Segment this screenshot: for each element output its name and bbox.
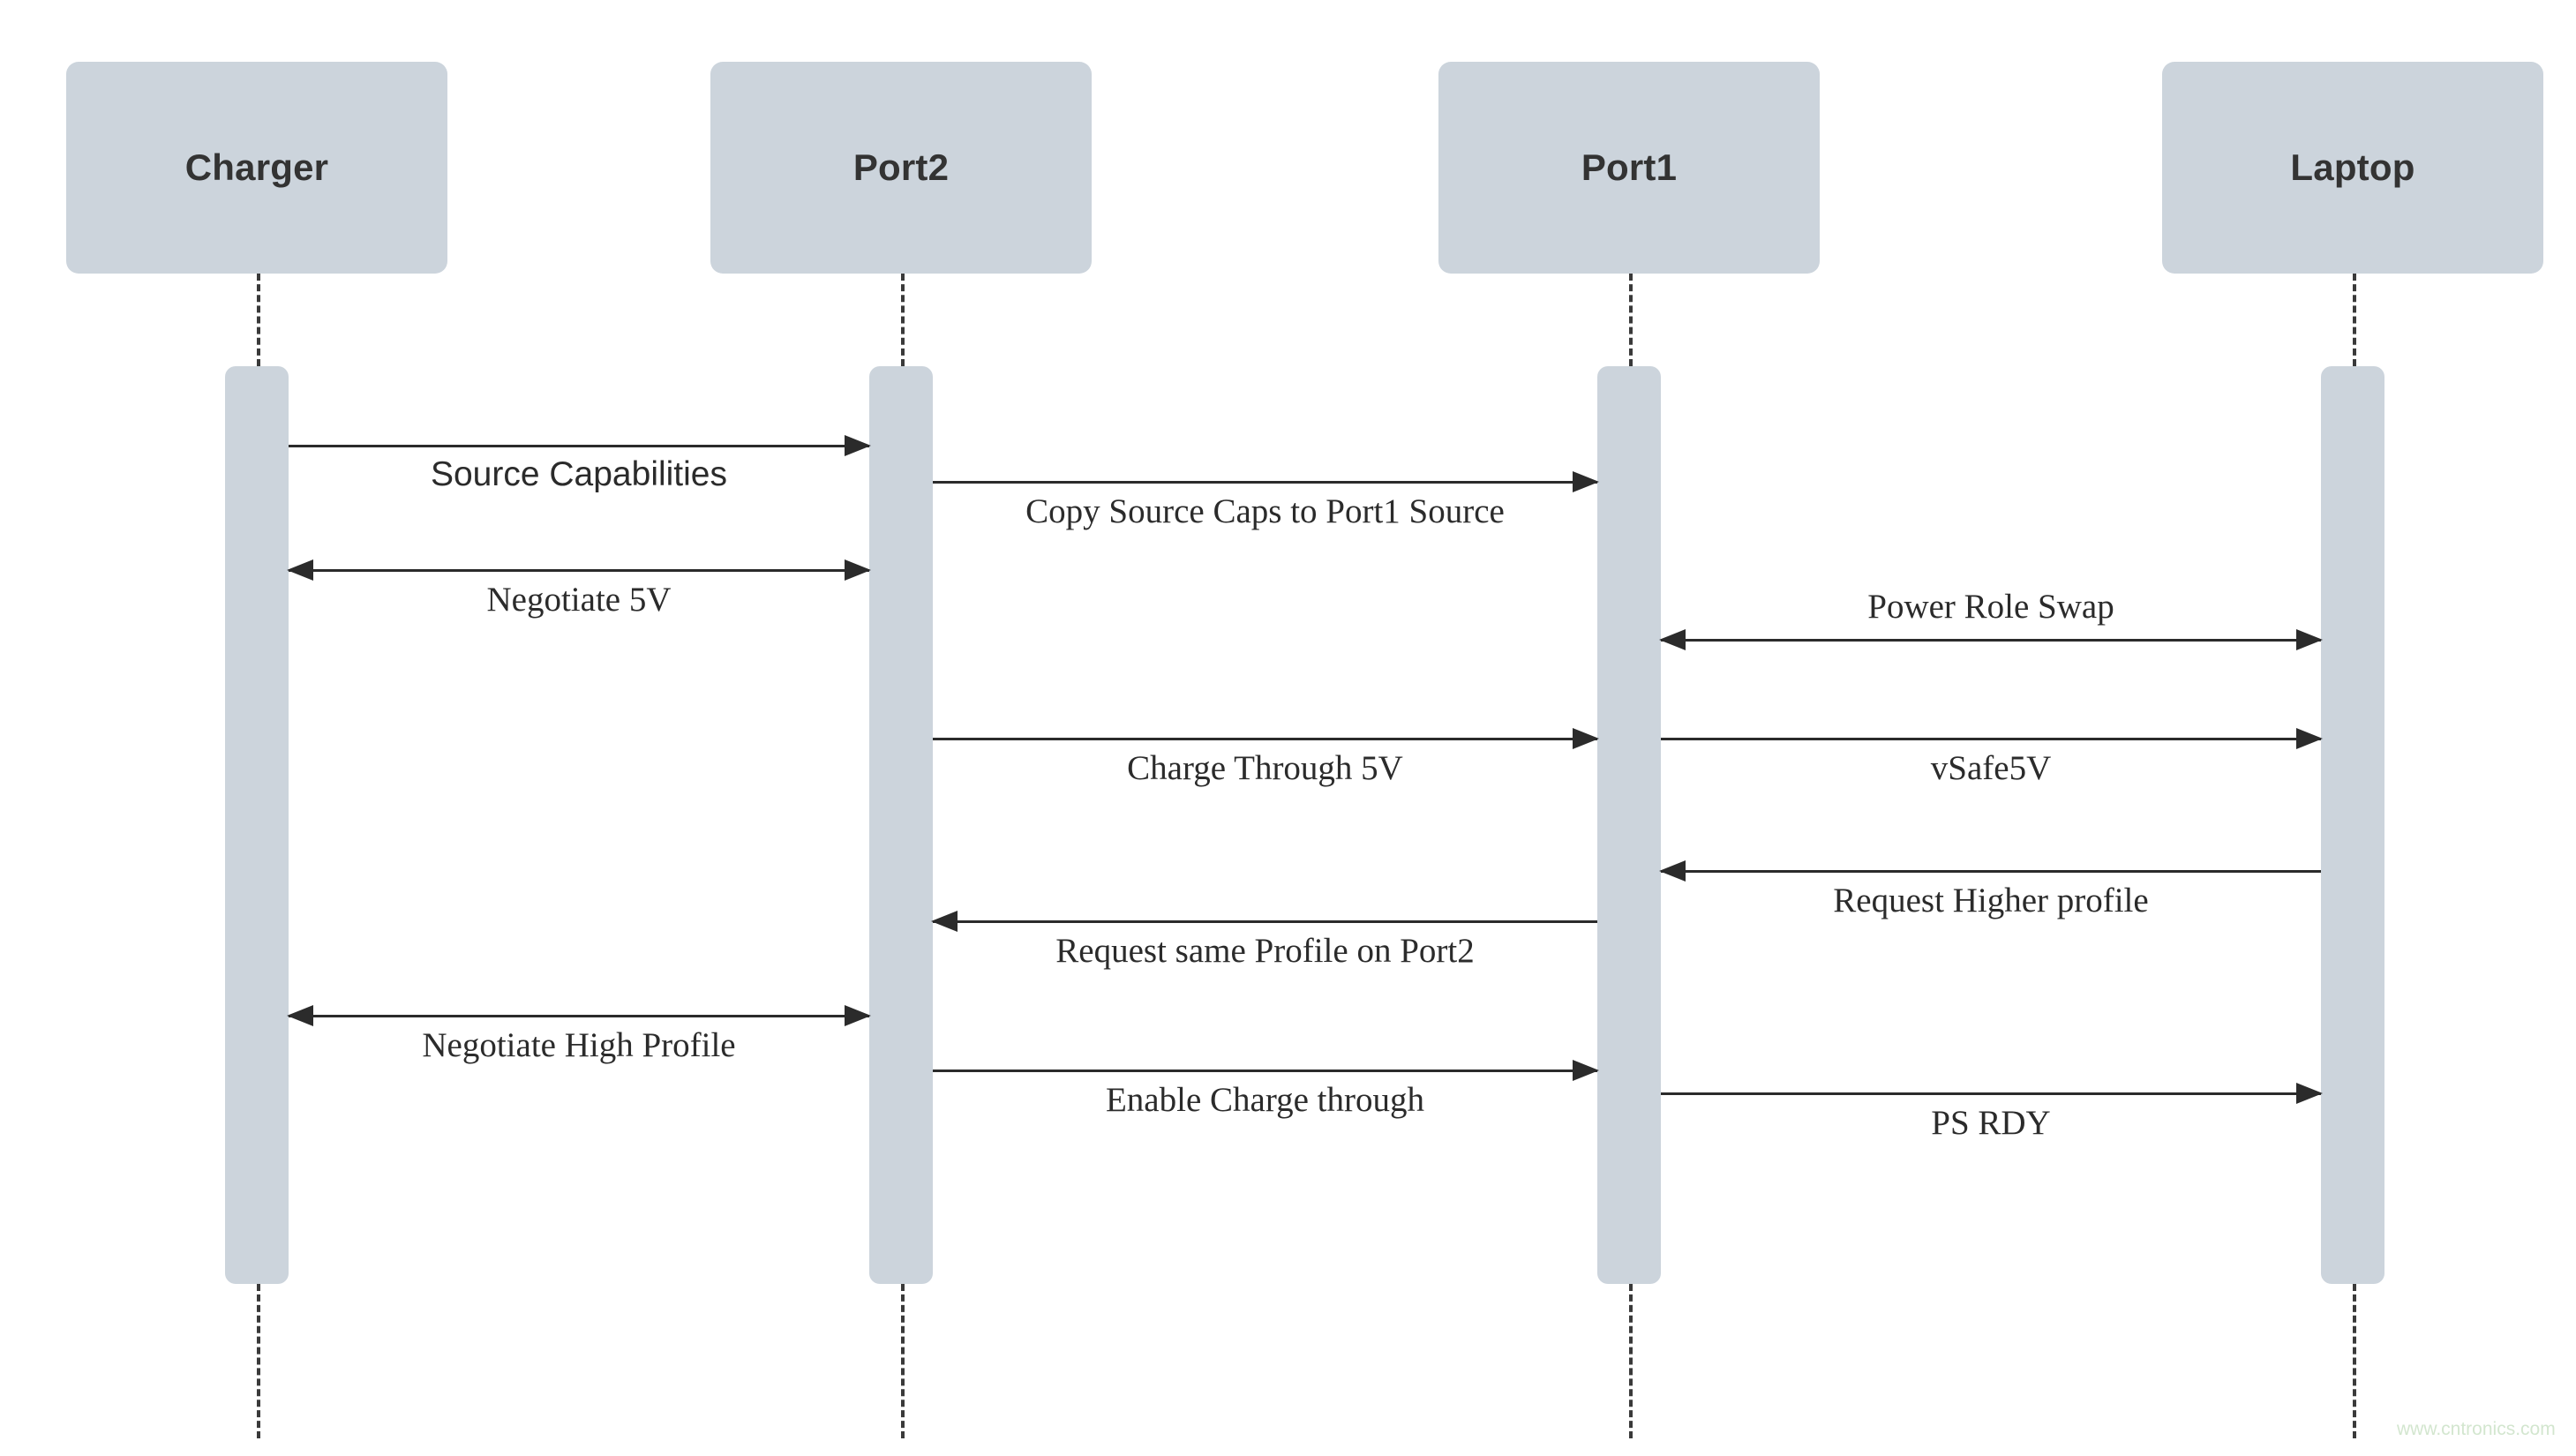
message-line (1661, 1092, 2321, 1095)
lifeline-bottom-laptop (2353, 1284, 2356, 1438)
message-label: vSafe5V (1930, 749, 2052, 787)
participant-box-charger[interactable]: Charger (66, 62, 447, 274)
participant-label-laptop: Laptop (2290, 146, 2415, 188)
message-label: Power Role Swap (1867, 588, 2114, 626)
message-label: Enable Charge through (1105, 1081, 1425, 1119)
message-line (289, 569, 869, 572)
participant-label-port1: Port1 (1581, 146, 1678, 188)
participant-box-port2[interactable]: Port2 (710, 62, 1092, 274)
message-label: Charge Through 5V (1127, 749, 1403, 787)
message-line (933, 481, 1597, 484)
arrowhead-left-icon (1659, 629, 1686, 650)
arrowhead-right-icon (2296, 1083, 2323, 1104)
lifeline-top-laptop (2353, 274, 2356, 366)
message-label: PS RDY (1931, 1104, 2051, 1142)
message-line (289, 445, 869, 447)
participant-label-charger: Charger (184, 146, 329, 188)
arrowhead-right-icon (2296, 728, 2323, 749)
message-label: Request same Profile on Port2 (1055, 932, 1475, 970)
lifeline-bottom-port2 (901, 1284, 905, 1438)
arrowhead-right-icon (1573, 471, 1599, 492)
arrowhead-right-icon (1573, 1060, 1599, 1081)
activation-bar-port1[interactable] (1597, 366, 1661, 1284)
participant-box-port1[interactable]: Port1 (1438, 62, 1820, 274)
activation-bar-laptop[interactable] (2321, 366, 2384, 1284)
lifeline-top-port2 (901, 274, 905, 366)
message-label: Copy Source Caps to Port1 Source (1025, 492, 1505, 530)
message-line (933, 738, 1597, 740)
activation-bar-charger[interactable] (225, 366, 289, 1284)
arrowhead-left-icon (287, 1005, 313, 1026)
message-line (933, 920, 1597, 923)
participant-box-laptop[interactable]: Laptop (2162, 62, 2543, 274)
lifeline-bottom-charger (257, 1284, 260, 1438)
message-label: Request Higher profile (1833, 882, 2149, 919)
lifeline-top-port1 (1629, 274, 1633, 366)
message-line (289, 1015, 869, 1017)
participant-label-port2: Port2 (852, 146, 950, 188)
message-line (1661, 639, 2321, 642)
activation-bar-port2[interactable] (869, 366, 933, 1284)
message-label: Source Capabilities (430, 455, 727, 493)
arrowhead-left-icon (1659, 860, 1686, 882)
lifeline-bottom-port1 (1629, 1284, 1633, 1438)
arrowhead-right-icon (845, 559, 871, 581)
lifeline-top-charger (257, 274, 260, 366)
message-label: Negotiate 5V (486, 581, 672, 619)
message-line (933, 1069, 1597, 1072)
message-line (1661, 738, 2321, 740)
arrowhead-right-icon (2296, 629, 2323, 650)
arrowhead-right-icon (845, 1005, 871, 1026)
arrowhead-left-icon (931, 911, 958, 932)
watermark: www.cntronics.com (2397, 1419, 2556, 1439)
arrowhead-right-icon (1573, 728, 1599, 749)
message-line (1661, 870, 2321, 873)
arrowhead-right-icon (845, 435, 871, 456)
message-label: Negotiate High Profile (422, 1026, 736, 1064)
arrowhead-left-icon (287, 559, 313, 581)
